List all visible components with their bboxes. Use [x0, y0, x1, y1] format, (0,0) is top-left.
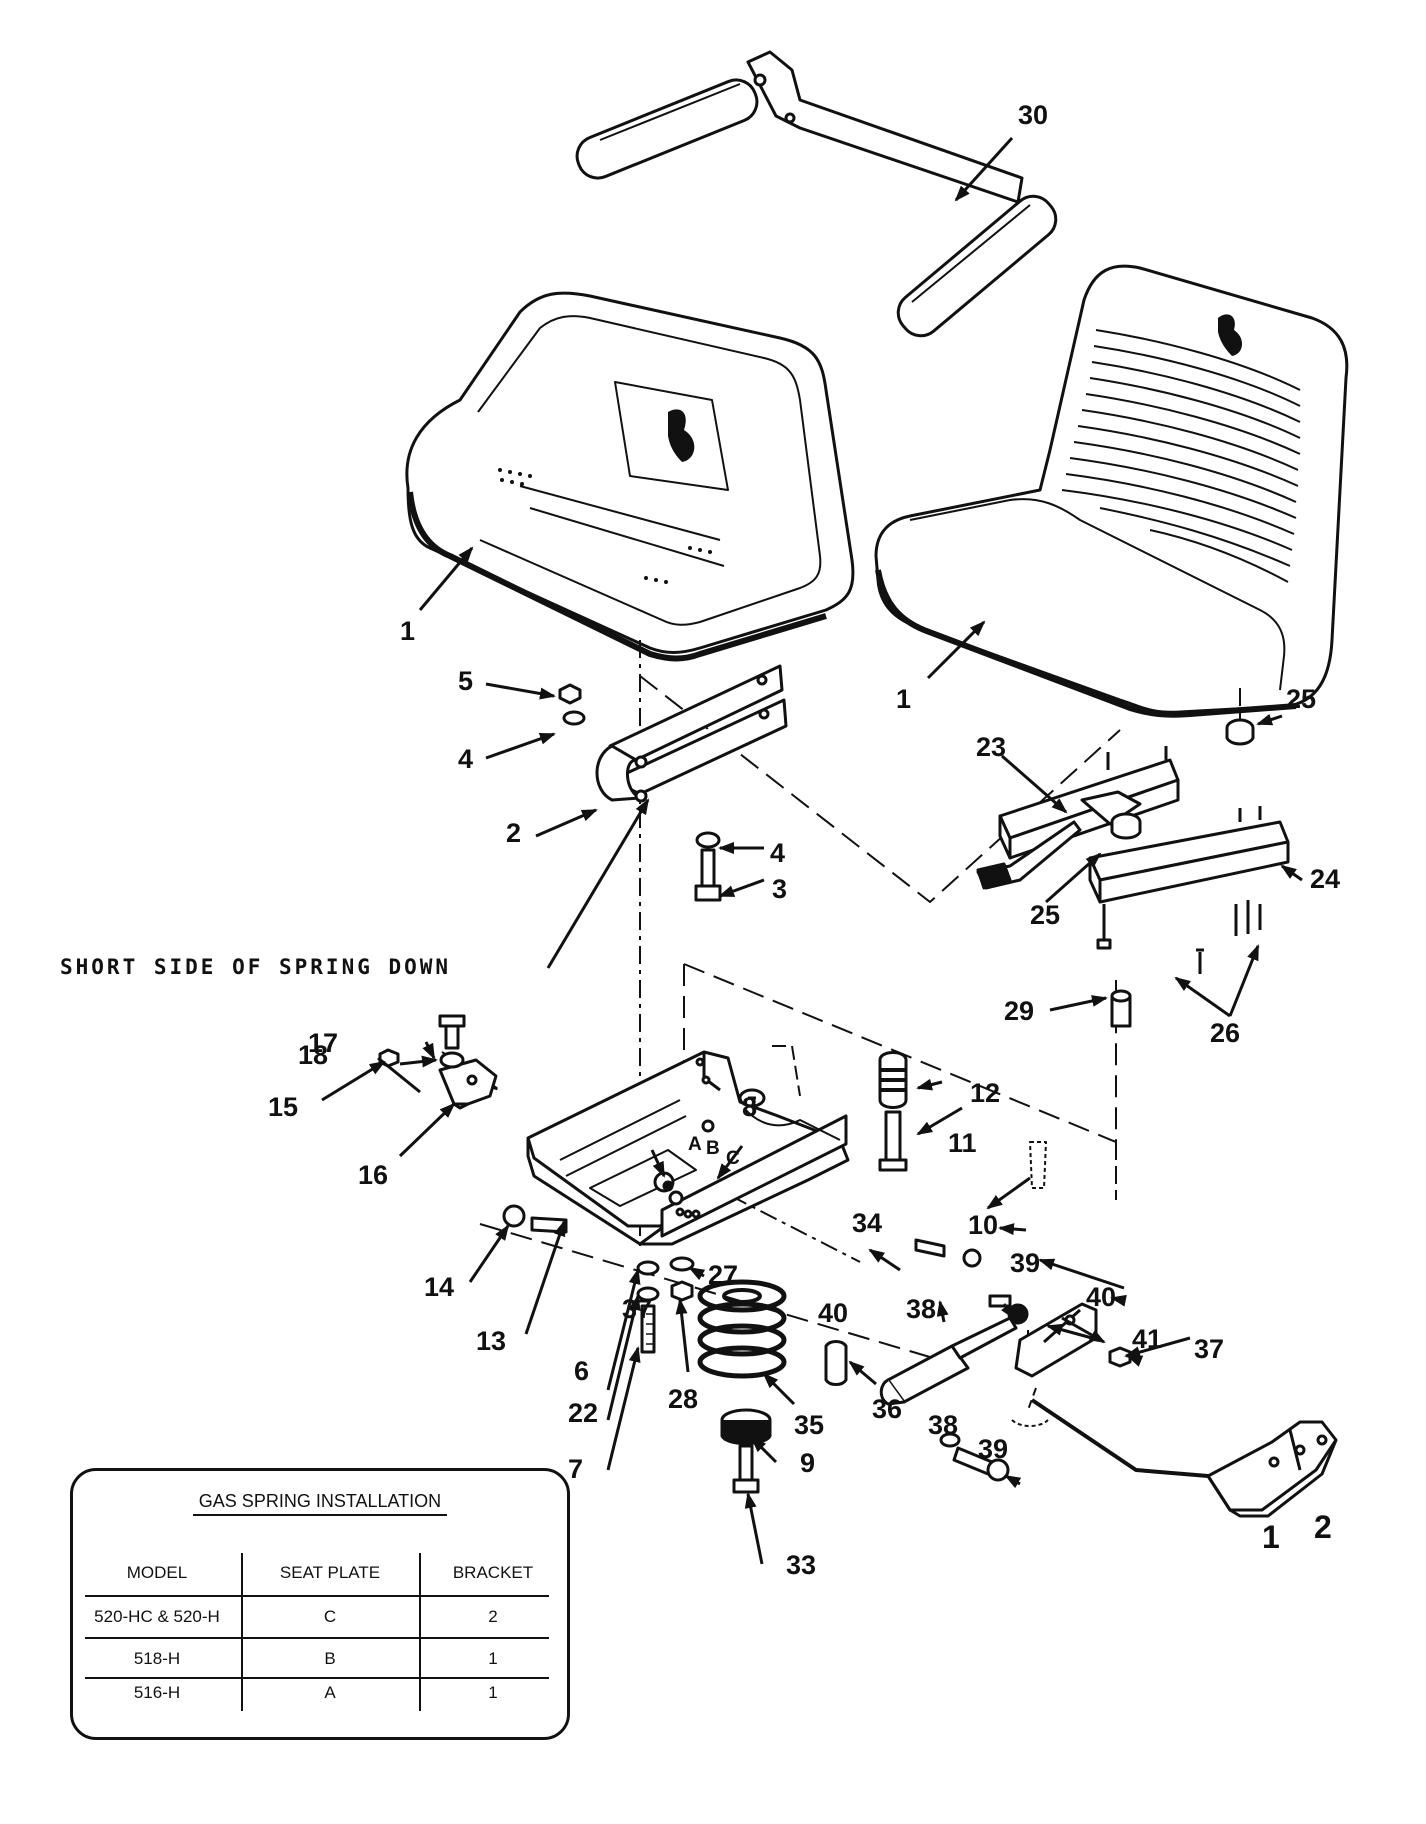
callout-15: 15	[268, 1092, 298, 1122]
callout-34: 34	[852, 1208, 882, 1238]
callout-1-right: 1	[896, 684, 911, 714]
bracket-inset	[1030, 1398, 1338, 1518]
plate-letter-c: C	[726, 1148, 740, 1169]
callout-6: 6	[574, 1356, 589, 1386]
callout-25-mid: 25	[1030, 900, 1060, 930]
callout-38-upper: 38	[906, 1294, 936, 1324]
table-title: GAS SPRING INSTALLATION	[192, 1491, 448, 1516]
callout-27: 27	[708, 1260, 738, 1290]
seat-slide-rails	[976, 718, 1290, 1028]
seat-pan-left	[405, 291, 855, 662]
plate-letter-b: B	[706, 1138, 720, 1159]
callout-29: 29	[1004, 996, 1034, 1026]
leader-arrows	[321, 136, 1303, 1565]
callout-40-left: 40	[818, 1298, 848, 1328]
table-header-row: MODEL SEAT PLATE BRACKET	[73, 1563, 567, 1583]
callout-8: 8	[742, 1092, 757, 1122]
center-hardware	[636, 1088, 787, 1494]
callout-36: 36	[872, 1394, 902, 1424]
callout-11: 11	[948, 1128, 977, 1158]
header-model: MODEL	[126, 1563, 188, 1582]
callout-3: 3	[772, 874, 787, 904]
callout-4-lower: 4	[770, 838, 785, 868]
row-model: 520-HC & 520-H	[94, 1607, 220, 1626]
callout-39-upper: 39	[1010, 1248, 1040, 1278]
row-model: 516-H	[133, 1683, 181, 1702]
callout-22: 22	[568, 1398, 598, 1428]
row-seat-plate: A	[324, 1683, 336, 1702]
table-row: 520-HC & 520-H C 2	[73, 1607, 567, 1627]
row-model: 518-H	[133, 1649, 181, 1668]
callout-28: 28	[668, 1384, 698, 1414]
callout-40-right: 40	[1086, 1282, 1116, 1312]
callout-2-bracket: 2	[1314, 1509, 1332, 1545]
callout-33: 33	[786, 1550, 816, 1580]
callout-26: 26	[1210, 1018, 1240, 1048]
callout-37-right: 37	[1194, 1334, 1224, 1364]
callout-24: 24	[1310, 864, 1340, 894]
callout-13: 13	[476, 1326, 506, 1356]
callout-39-lower: 39	[978, 1434, 1008, 1464]
callout-35: 35	[794, 1410, 824, 1440]
row-bracket: 1	[488, 1649, 498, 1668]
callout-5: 5	[458, 666, 473, 696]
callout-10: 10	[968, 1210, 998, 1240]
callout-23: 23	[976, 732, 1006, 762]
callout-14: 14	[424, 1272, 454, 1302]
header-bracket: BRACKET	[452, 1563, 534, 1582]
callout-labels: 30 1 1 5 4 2 4 3 23 25 24 25 26 29 17 18…	[60, 100, 1340, 1580]
coil-spring	[697, 1279, 787, 1379]
row-bracket: 2	[488, 1607, 498, 1626]
callout-1-left: 1	[400, 616, 415, 646]
left-seat-hardware	[558, 664, 788, 902]
seat-highback-right	[874, 264, 1349, 718]
callout-38-lower: 38	[928, 1410, 958, 1440]
armrest-assembly	[575, 50, 1058, 338]
row-bracket: 1	[488, 1683, 498, 1702]
callout-16: 16	[358, 1160, 388, 1190]
callout-41: 41	[1132, 1324, 1162, 1354]
table-row: 518-H B 1	[73, 1649, 567, 1669]
plate-letter-a: A	[688, 1134, 702, 1155]
callout-9: 9	[800, 1448, 815, 1478]
row-seat-plate: B	[324, 1649, 336, 1668]
callout-18: 18	[298, 1040, 328, 1070]
callout-37-left: 37	[622, 1294, 652, 1324]
callout-7: 7	[568, 1454, 583, 1484]
header-seat-plate: SEAT PLATE	[279, 1563, 381, 1582]
row-seat-plate: C	[323, 1607, 337, 1626]
assembly-note: SHORT SIDE OF SPRING DOWN	[60, 955, 451, 979]
bracket-16-hardware	[378, 1014, 568, 1234]
callout-25-top: 25	[1286, 684, 1316, 714]
callout-17: 17	[308, 1028, 338, 1058]
callout-1-bracket: 1	[1262, 1519, 1280, 1555]
gas-spring-installation-table: GAS SPRING INSTALLATION MODEL SEAT PLATE…	[70, 1468, 570, 1740]
table-row: 516-H A 1	[73, 1683, 567, 1703]
callout-30: 30	[1018, 100, 1048, 130]
gas-spring-assembly	[824, 1051, 1132, 1482]
callout-12: 12	[970, 1078, 1000, 1108]
callout-4-upper: 4	[458, 744, 473, 774]
seat-base-plate	[526, 1050, 850, 1246]
callout-2: 2	[506, 818, 521, 848]
